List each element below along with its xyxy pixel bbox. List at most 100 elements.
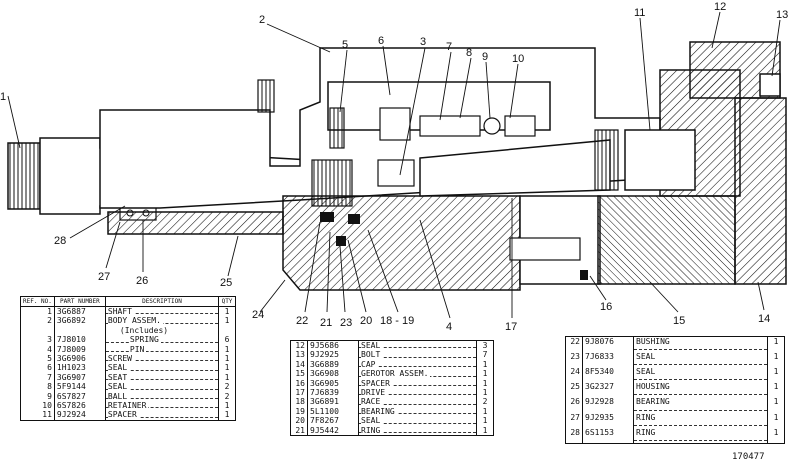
description-cell: BEARING	[633, 397, 768, 413]
ref-cell	[20, 325, 55, 336]
qty-cell: 1	[476, 359, 494, 370]
part-number-cell: 3G6887	[53, 306, 106, 317]
qty-cell: 1	[476, 388, 494, 398]
ref-cell: 23	[565, 352, 583, 368]
callout-labels: 1 2 3 4 5 6 7 8 9 10 11 12 13 14 15 16 1…	[0, 1, 788, 333]
part-number-cell: 3G6889	[307, 359, 359, 370]
description-text: RING	[636, 427, 658, 437]
ref-cell: 21	[290, 425, 308, 436]
ref-cell: 16	[290, 378, 308, 389]
part-number-cell: 8F5340	[582, 367, 634, 383]
callout-13: 13	[776, 9, 788, 21]
description-cell: BALL	[104, 391, 220, 402]
pin-bore	[509, 237, 581, 261]
callout-5: 5	[342, 39, 348, 51]
qty-cell: 2	[218, 391, 236, 402]
ref-cell: 22	[565, 336, 583, 353]
part-number-cell	[53, 325, 106, 336]
qty-cell: 1	[218, 344, 236, 355]
description-text: HOUSING	[636, 382, 672, 392]
qty-cell: 1	[476, 416, 494, 426]
description-cell: SEAL	[104, 382, 220, 392]
description-cell: SEAL	[104, 363, 220, 373]
qty-cell: 1	[767, 397, 785, 413]
description-text: GEROTOR ASSEM.	[361, 369, 431, 379]
part-number-cell: 9J2925	[307, 350, 359, 360]
description-cell: SPACER	[358, 378, 477, 389]
description-text: SPACER	[361, 378, 392, 388]
part-number-cell: 3G2327	[582, 382, 634, 398]
part-number-cell: 3G6905	[307, 378, 359, 389]
description-cell: RING	[358, 425, 477, 436]
description-cell: GEROTOR ASSEM.	[358, 369, 477, 379]
callout-24: 24	[252, 309, 264, 321]
part-number-cell: 5L1100	[307, 406, 359, 417]
callout-11: 11	[634, 7, 645, 19]
callout-28: 28	[54, 235, 66, 247]
description-text: SEAL	[636, 352, 658, 362]
callout-9: 9	[482, 51, 488, 63]
gerotor-assembly	[597, 195, 736, 285]
qty-cell: 1	[767, 352, 785, 368]
ref-cell: 7	[20, 372, 55, 383]
callout-8: 8	[466, 47, 472, 59]
ref-cell: 6	[20, 363, 55, 373]
description-text: BOLT	[361, 350, 383, 360]
description-text: RING	[361, 425, 383, 435]
leader-lines	[7, 11, 781, 319]
qty-cell: 1	[767, 382, 785, 398]
header-ref: REF. NO.	[20, 296, 55, 307]
description-text: PIN	[129, 344, 147, 354]
qty-cell: 2	[218, 382, 236, 392]
description-text: SEAL	[636, 367, 658, 377]
description-text: BODY ASSEM.	[107, 316, 163, 326]
part-number-cell: 7J6839	[307, 388, 359, 398]
part-number-cell: 9J8076	[582, 336, 634, 353]
ref-cell: 14	[290, 359, 308, 370]
ref-cell: 5	[20, 354, 55, 364]
description-cell: HOUSING	[633, 382, 768, 398]
description-text: SCREW	[107, 354, 134, 364]
description-cell: RING	[633, 412, 768, 428]
part-number-cell: 1H1023	[53, 363, 106, 373]
description-text: RING	[636, 412, 658, 422]
description-cell: SEAL	[633, 367, 768, 383]
description-text: BUSHING	[636, 337, 672, 346]
ref-cell: 12	[290, 340, 308, 351]
description-text: SEAT	[107, 372, 130, 382]
callout-7: 7	[446, 41, 452, 53]
callout-14: 14	[758, 313, 770, 325]
part-number-cell: 6S1153	[582, 427, 634, 444]
description-text: BEARING	[636, 397, 672, 407]
description-text: SEAL	[107, 363, 130, 373]
screw	[329, 107, 345, 149]
part-number-cell: 6S7827	[53, 391, 106, 402]
top-fitting	[257, 79, 275, 113]
ref-cell: 17	[290, 388, 308, 398]
callout-23: 23	[340, 317, 352, 329]
ref-cell: 3	[20, 335, 55, 345]
part-number-cell: 9J2924	[53, 410, 106, 421]
description-cell: SEAT	[104, 372, 220, 383]
callout-26: 26	[136, 275, 148, 287]
qty-cell: 1	[767, 367, 785, 383]
needle-bearing	[311, 159, 353, 207]
qty-cell: 1	[767, 427, 785, 444]
ball	[483, 117, 501, 135]
